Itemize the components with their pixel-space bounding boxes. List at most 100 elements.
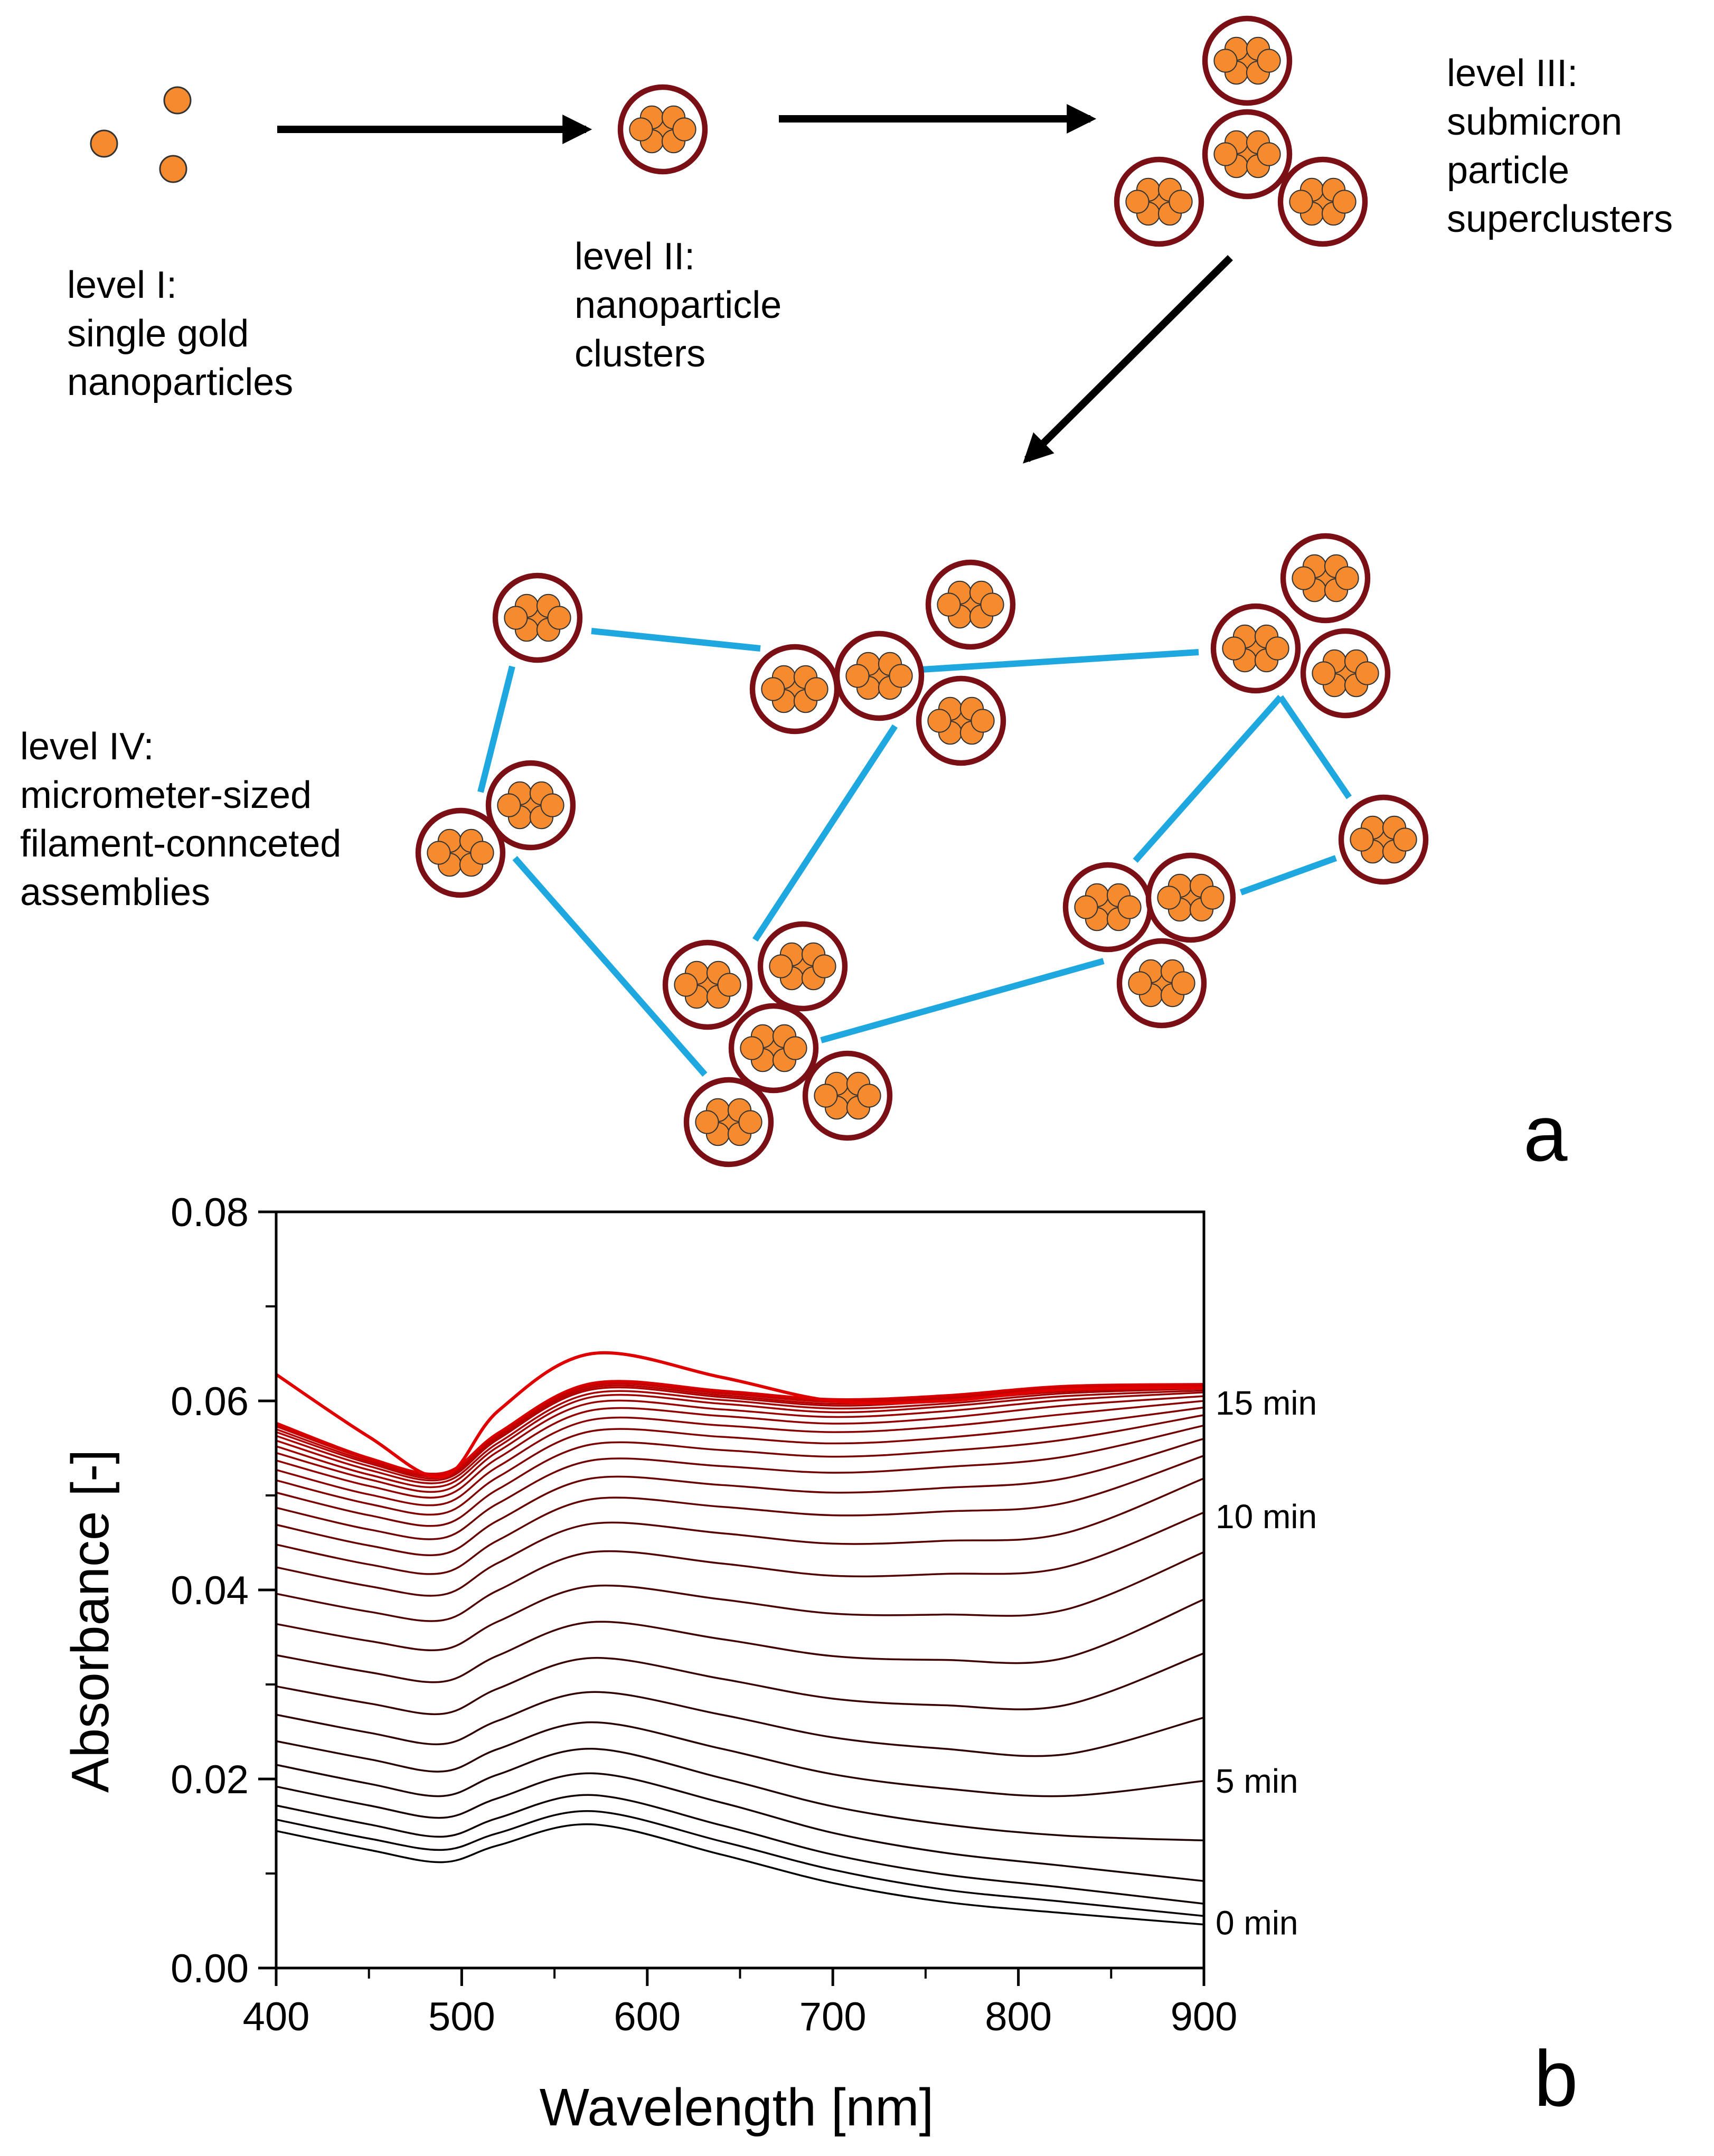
filament — [512, 856, 708, 1077]
gold-nanoparticle — [695, 1110, 719, 1134]
filament — [752, 724, 898, 942]
spectrum-line — [276, 1721, 1204, 1797]
nanoparticle-cluster — [925, 559, 1016, 650]
panel-a-label: a — [1523, 1089, 1568, 1178]
x-tick-label: 500 — [428, 1994, 495, 2039]
gold-nanoparticle — [845, 664, 870, 688]
gold-nanoparticle — [1169, 190, 1193, 214]
spectrum-line — [276, 1652, 1204, 1716]
y-axis-label: Absorbance [-] — [61, 1449, 120, 1793]
gold-nanoparticle — [804, 677, 828, 701]
x-tick-label: 400 — [243, 1994, 310, 2039]
single-nanoparticles — [90, 86, 192, 183]
gold-nanoparticle — [1335, 566, 1359, 590]
gold-nanoparticle — [738, 1110, 762, 1134]
gold-nanoparticle — [90, 129, 118, 158]
gold-nanoparticle — [629, 117, 653, 142]
spectrum-line — [276, 1406, 1204, 1516]
nanoparticle-cluster — [802, 1050, 893, 1141]
gold-nanoparticle — [927, 709, 952, 733]
gold-nanoparticle — [740, 1036, 764, 1060]
nanoparticle-cluster — [1277, 156, 1368, 247]
time-annotation: 15 min — [1216, 1384, 1317, 1422]
spectrum-line — [276, 1551, 1204, 1652]
clusters — [415, 15, 1429, 1168]
gold-nanoparticle — [980, 592, 1004, 617]
gold-nanoparticle — [1117, 895, 1142, 919]
spectrum-line — [276, 1772, 1204, 1882]
x-tick-label: 800 — [985, 1994, 1052, 2039]
gold-nanoparticle — [812, 954, 836, 978]
spectrum-line — [276, 1391, 1204, 1493]
nanoparticle-cluster — [1062, 862, 1153, 953]
spectrum-line — [276, 1395, 1204, 1499]
gold-nanoparticle — [1125, 190, 1150, 214]
time-annotation: 5 min — [1216, 1762, 1298, 1800]
spectrum-line — [276, 1794, 1204, 1905]
aggregation-diagram — [90, 15, 1429, 1168]
gold-nanoparticle — [1265, 636, 1289, 661]
filament — [1239, 855, 1338, 896]
x-tick-label: 700 — [799, 1994, 867, 2039]
nanoparticle-cluster — [415, 807, 506, 898]
nanoparticle-cluster — [749, 644, 840, 735]
gold-nanoparticle — [1312, 661, 1336, 685]
gold-nanoparticle — [717, 973, 741, 997]
gold-nanoparticle — [1200, 886, 1225, 910]
spectra-series — [275, 1351, 1204, 1926]
nanoparticle-cluster — [1280, 533, 1371, 624]
nanoparticle-cluster — [1338, 794, 1429, 885]
gold-nanoparticle — [1171, 971, 1195, 995]
nanoparticle-cluster — [1116, 938, 1207, 1029]
spectrum-line — [276, 1598, 1204, 1683]
nanoparticle-cluster — [683, 1077, 774, 1168]
arrow-level3-to-level4 — [1023, 255, 1233, 464]
filament — [921, 649, 1199, 673]
nanoparticle-cluster — [1114, 156, 1204, 247]
spectrum-line — [276, 1455, 1204, 1575]
spectrum-line — [276, 1389, 1204, 1489]
gold-nanoparticle — [761, 677, 785, 701]
gold-nanoparticle — [769, 954, 793, 978]
y-tick-label: 0.08 — [171, 1190, 249, 1235]
gold-nanoparticle — [889, 664, 913, 688]
gold-nanoparticle — [1222, 636, 1246, 661]
filament — [591, 628, 761, 652]
gold-nanoparticle — [1074, 895, 1098, 919]
time-annotation: 0 min — [1216, 1904, 1298, 1942]
spectrum-line — [276, 1414, 1204, 1527]
nanoparticle-cluster — [728, 1003, 819, 1094]
panel-b-label: b — [1534, 2034, 1578, 2123]
gold-nanoparticle — [1128, 971, 1152, 995]
filament — [477, 665, 515, 793]
gold-nanoparticle — [159, 155, 187, 183]
nanoparticle-cluster — [1202, 15, 1293, 106]
gold-nanoparticle — [497, 793, 521, 817]
nanoparticle-cluster — [1300, 628, 1391, 719]
gold-nanoparticle — [1257, 142, 1281, 166]
spectrum-line — [275, 1351, 1204, 1479]
nanoparticle-cluster — [1202, 109, 1293, 200]
gold-nanoparticle — [1332, 190, 1357, 214]
x-tick-label: 900 — [1171, 1994, 1238, 2039]
gold-nanoparticle — [470, 841, 494, 865]
gold-nanoparticle — [1213, 142, 1238, 166]
filaments — [477, 628, 1352, 1077]
plot-frame — [275, 1210, 1206, 1970]
spectrum-line — [276, 1387, 1204, 1484]
spectrum-line — [276, 1823, 1204, 1926]
gold-nanoparticle — [814, 1084, 838, 1108]
gold-nanoparticle — [1257, 49, 1281, 73]
gold-nanoparticle — [857, 1084, 881, 1108]
y-tick-label: 0.06 — [171, 1379, 249, 1424]
nanoparticle-cluster — [1145, 852, 1236, 943]
nanoparticle-cluster — [492, 572, 583, 663]
nanoparticle-cluster — [617, 84, 708, 175]
gold-nanoparticle — [1355, 661, 1379, 685]
nanoparticle-cluster — [834, 630, 925, 721]
gold-nanoparticle — [540, 793, 564, 817]
x-tick-label: 600 — [614, 1994, 681, 2039]
